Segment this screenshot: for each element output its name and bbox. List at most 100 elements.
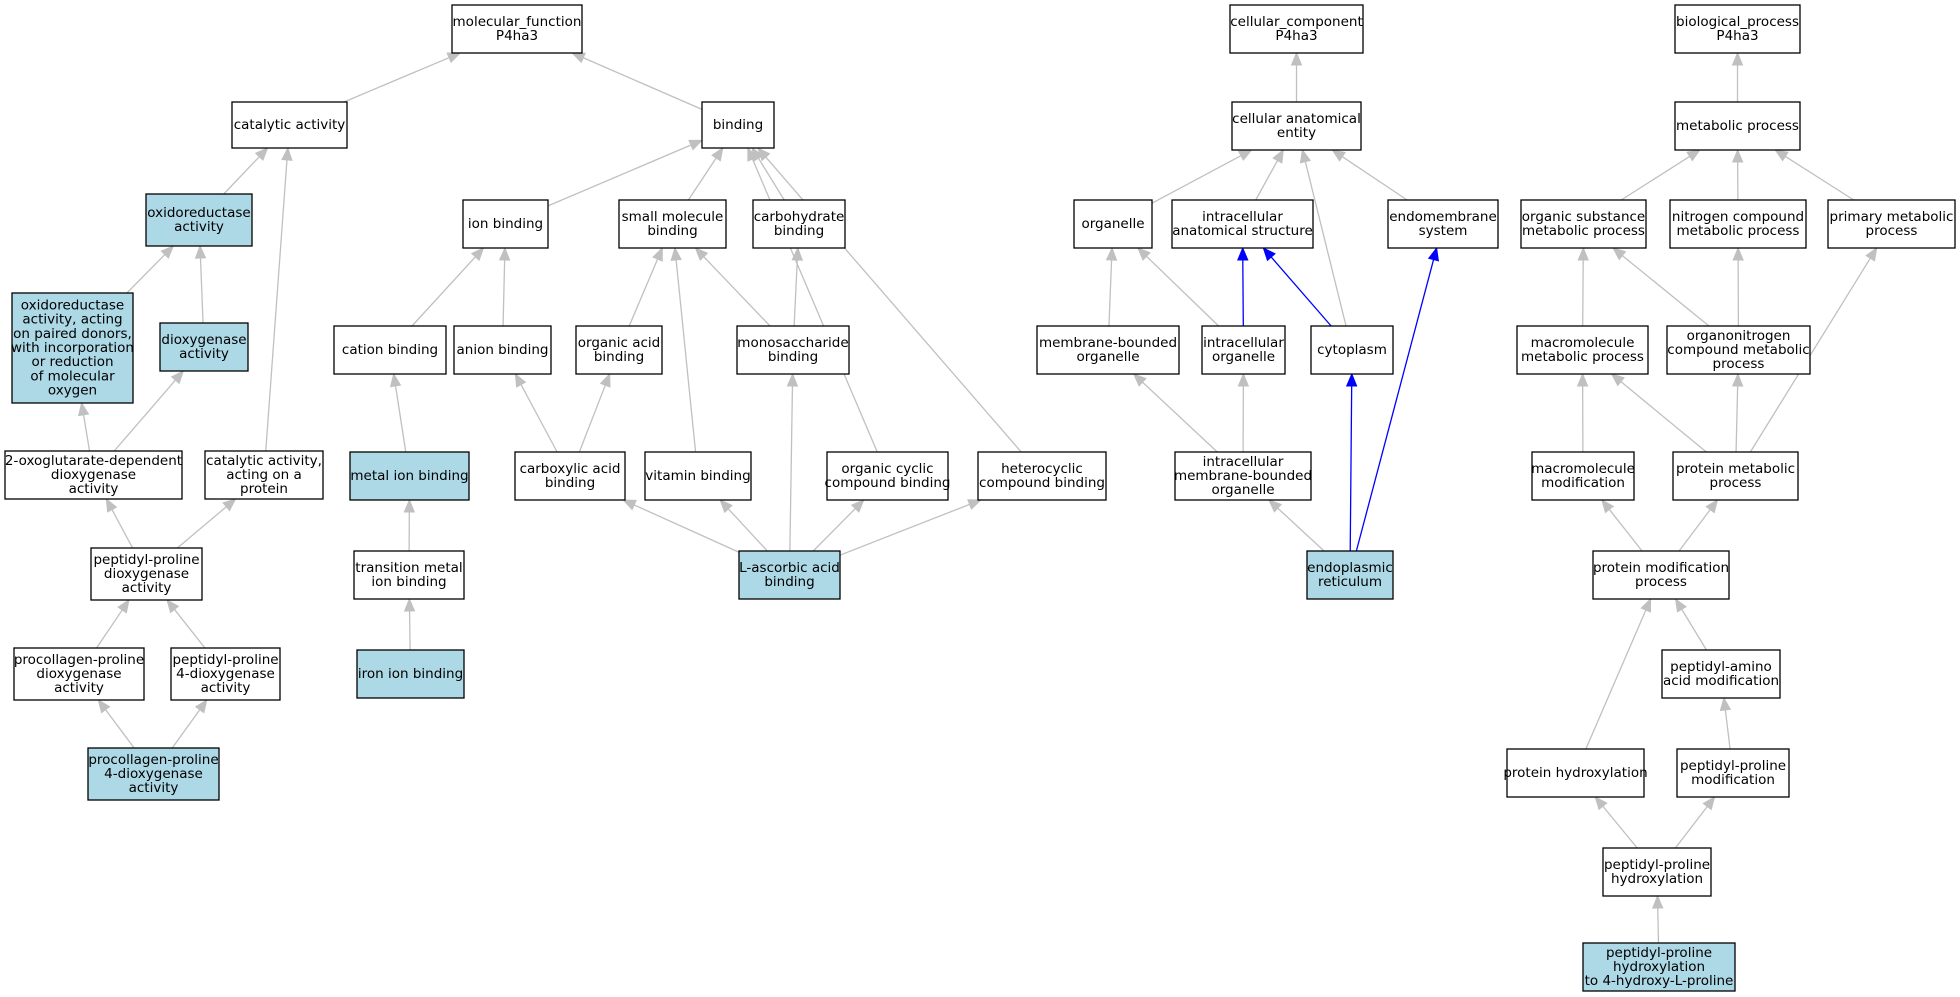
node-label: cytoplasm bbox=[1317, 342, 1387, 358]
node-box bbox=[356, 649, 465, 699]
go-term-node-ionbinding[interactable]: ion binding bbox=[462, 199, 549, 249]
node-label: modification bbox=[1541, 475, 1625, 491]
go-term-node-oxoglut[interactable]: 2-oxoglutarate-dependentdioxygenaseactiv… bbox=[4, 450, 183, 500]
edge-er-to-intramemb bbox=[1267, 499, 1325, 552]
go-term-node-ironion[interactable]: iron ion binding bbox=[356, 649, 465, 699]
node-label: carboxylic acid bbox=[520, 461, 621, 477]
go-term-node-metabolic[interactable]: metabolic process bbox=[1674, 101, 1801, 151]
node-label: of molecular bbox=[30, 368, 115, 384]
arrowhead-icon bbox=[1731, 148, 1744, 163]
edge-line bbox=[727, 508, 768, 552]
arrowhead-icon bbox=[1267, 499, 1283, 513]
node-box bbox=[1073, 199, 1153, 249]
arrowhead-icon bbox=[446, 52, 462, 64]
arrowhead-icon bbox=[1272, 148, 1284, 164]
edge-line bbox=[343, 57, 450, 103]
node-label: biological_process bbox=[1676, 14, 1799, 30]
arrowhead-icon bbox=[1237, 372, 1250, 387]
node-label: small molecule bbox=[622, 209, 724, 225]
edge-pepamino-to-protmod bbox=[1674, 597, 1708, 651]
node-box bbox=[644, 451, 752, 501]
edge-proc4diox-to-procdiox bbox=[97, 698, 135, 749]
node-label: entity bbox=[1277, 125, 1316, 141]
edge-organicacid-to-smallmol bbox=[628, 246, 663, 327]
arrowhead-icon bbox=[670, 246, 682, 262]
edge-cation-to-ionbinding bbox=[411, 247, 485, 327]
node-box bbox=[1310, 325, 1394, 375]
go-term-node-metalion[interactable]: metal ion binding bbox=[349, 451, 470, 501]
edge-line bbox=[408, 610, 411, 651]
edge-protmod-to-protmetab bbox=[1678, 498, 1719, 552]
go-term-node-binding[interactable]: binding bbox=[701, 101, 775, 149]
edge-line bbox=[126, 254, 166, 294]
edge-line bbox=[1657, 907, 1660, 944]
arrowhead-icon bbox=[711, 146, 724, 162]
edge-orgsubst-to-metabolic bbox=[1620, 149, 1701, 201]
go-term-node-vitamin[interactable]: vitamin binding bbox=[644, 451, 752, 501]
arrowhead-icon bbox=[967, 499, 982, 510]
go-term-node-catalytic[interactable]: catalytic activity bbox=[231, 101, 348, 149]
edge-line bbox=[812, 508, 856, 552]
edge-protmetab-to-organonitro bbox=[1731, 372, 1744, 453]
edge-protmod-to-macromod bbox=[1601, 498, 1643, 552]
go-term-node-cation[interactable]: cation binding bbox=[333, 325, 447, 375]
edge-vitamin-to-smallmol bbox=[670, 246, 697, 453]
edge-line bbox=[199, 257, 204, 324]
node-label: acting on a bbox=[226, 467, 302, 483]
node-box bbox=[462, 199, 549, 249]
edge-line bbox=[1681, 608, 1708, 651]
node-box bbox=[1676, 748, 1790, 798]
node-box bbox=[1231, 101, 1362, 151]
node-label: anion binding bbox=[456, 342, 548, 358]
go-term-node-prothydrox[interactable]: protein hydroxylation bbox=[1503, 748, 1648, 798]
edge-line bbox=[1146, 255, 1220, 327]
go-term-node-organelle[interactable]: organelle bbox=[1073, 199, 1153, 249]
node-label: P4ha3 bbox=[496, 28, 538, 44]
go-term-node-anion[interactable]: anion binding bbox=[453, 325, 552, 375]
node-label: compound metabolic bbox=[1667, 342, 1809, 358]
go-term-node-cytoplasm[interactable]: cytoplasm bbox=[1310, 325, 1394, 375]
node-label: protein metabolic bbox=[1676, 461, 1795, 477]
edge-ascorbic-to-vitamin bbox=[719, 499, 768, 552]
node-label: binding bbox=[594, 349, 644, 365]
